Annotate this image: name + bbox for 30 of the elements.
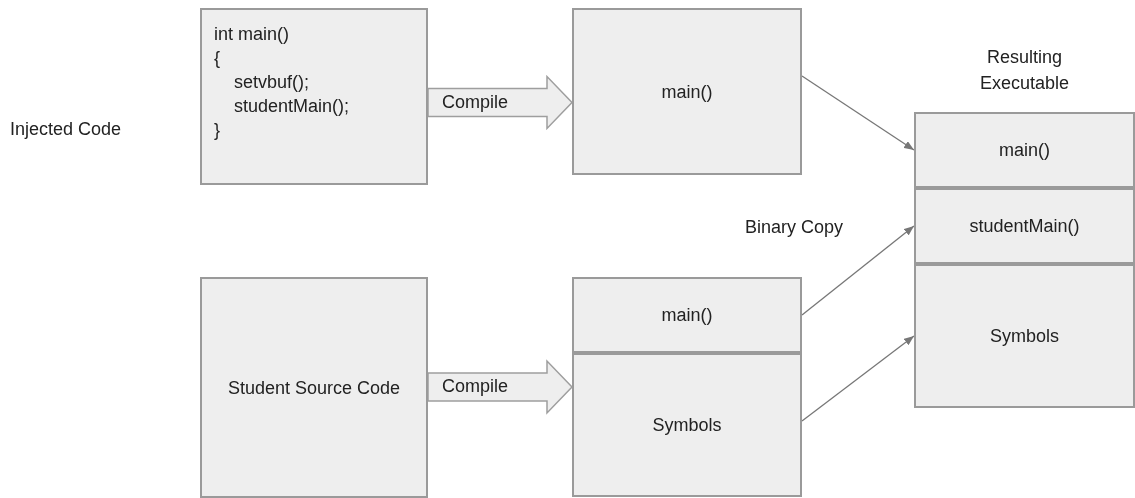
box-text: Symbols [652,414,722,437]
process-box [914,188,1135,264]
process-box [914,264,1135,408]
box-text: main() [661,304,713,327]
box-text: studentMain() [969,215,1080,238]
box-text: main() [661,80,713,104]
process-box [572,8,802,175]
process-box [200,277,428,498]
arrow [801,75,915,151]
box-text: Student Source Code [227,376,401,400]
block-arrow [427,359,574,415]
box-text: main() [999,139,1050,162]
code-line: { [214,47,220,70]
block-arrow [427,74,574,131]
box-text: Symbols [990,325,1059,348]
edge-label: Compile [442,92,509,111]
code-line: int main() [214,23,289,46]
group-heading: Resulting Executable [978,46,1071,95]
edge-label: Compile [442,377,509,395]
code-line: studentMain(); [233,95,350,118]
process-box [572,277,802,353]
text-label: Injected Code [10,118,123,141]
code-box [200,8,428,185]
arrow [801,225,915,316]
arrow [801,335,915,422]
code-line: } [214,119,220,142]
code-line: setvbuf(); [233,71,310,94]
process-box [914,112,1135,188]
text-label: Binary Copy [745,216,845,239]
process-box [572,353,802,497]
